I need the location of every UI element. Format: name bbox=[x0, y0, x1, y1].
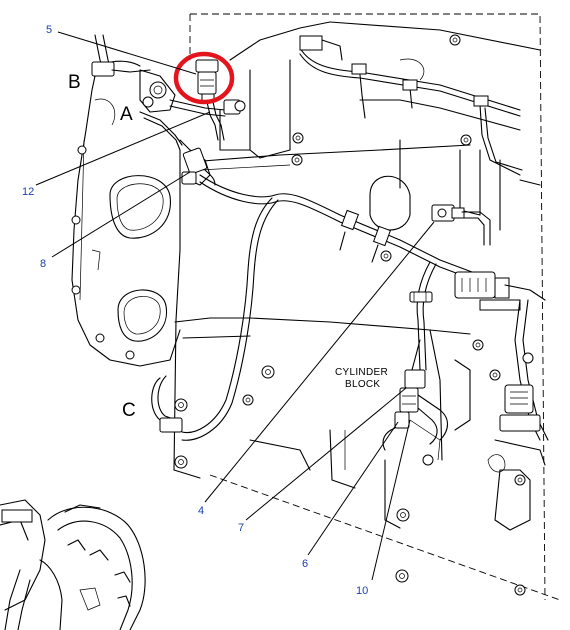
callout-6: 6 bbox=[302, 558, 308, 570]
bolt bbox=[261, 365, 275, 379]
leader-10 bbox=[371, 419, 411, 581]
region-letter-c: C bbox=[122, 400, 136, 421]
bolt bbox=[174, 398, 188, 412]
bolt bbox=[292, 132, 304, 144]
highlight-circle bbox=[173, 51, 235, 105]
block-label-line-2: BLOCK bbox=[345, 379, 380, 390]
bolt bbox=[396, 508, 410, 522]
front-cover-housing bbox=[71, 60, 181, 367]
callout-10: 10 bbox=[356, 585, 368, 597]
bolt bbox=[472, 339, 484, 351]
main-harness bbox=[199, 174, 549, 441]
leader-7 bbox=[245, 387, 407, 521]
bolt bbox=[514, 584, 526, 596]
callout-7: 7 bbox=[238, 522, 244, 534]
sensor-lead bbox=[382, 261, 449, 466]
bolt bbox=[174, 455, 188, 469]
leader-6 bbox=[307, 421, 399, 556]
callout-12: 12 bbox=[22, 186, 34, 198]
leader-12 bbox=[35, 111, 211, 186]
bolt bbox=[514, 474, 526, 486]
bolt bbox=[489, 369, 501, 381]
upper-sensor-cluster bbox=[91, 34, 246, 186]
leader-4 bbox=[204, 221, 435, 503]
top-harness bbox=[299, 21, 541, 176]
block-label-line-1: CYLINDER bbox=[335, 367, 388, 378]
leader-8 bbox=[51, 171, 191, 258]
region-letter-a: A bbox=[120, 104, 133, 125]
callout-8: 8 bbox=[40, 258, 46, 270]
engine-block-outline bbox=[189, 13, 561, 601]
leader-5 bbox=[57, 31, 197, 75]
bolt bbox=[460, 134, 472, 146]
region-letter-b: B bbox=[68, 72, 81, 93]
callout-4: 4 bbox=[198, 505, 204, 517]
cylinder-block-body bbox=[173, 21, 546, 531]
block-bolts bbox=[174, 34, 526, 596]
flywheel-housing bbox=[0, 499, 146, 630]
bolt bbox=[242, 394, 254, 406]
bolt bbox=[449, 34, 461, 46]
leader-lines bbox=[35, 31, 435, 581]
bolt bbox=[291, 154, 303, 166]
bolt bbox=[395, 569, 409, 583]
bolt bbox=[380, 250, 392, 262]
callout-5: 5 bbox=[46, 24, 52, 36]
left-loop-wire bbox=[151, 197, 279, 441]
